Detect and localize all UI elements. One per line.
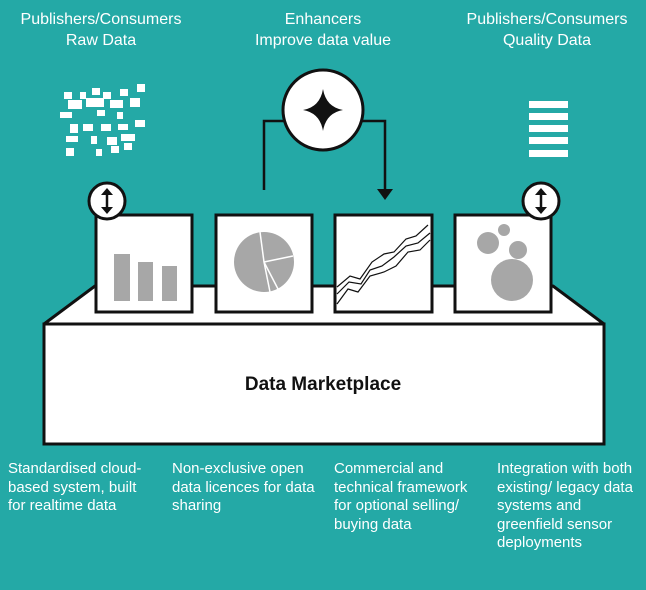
feature-commercial-framework: Commercial and technical framework for o… <box>334 460 468 533</box>
enhancer-connector <box>262 119 387 190</box>
platform-front <box>42 322 606 446</box>
raw-data-header-line2: Raw Data <box>65 32 137 49</box>
up-down-arrow-icon-right <box>521 181 561 221</box>
feature-standardised-cloud: Standardised cloud-based system, built f… <box>8 460 142 514</box>
pie-chart-icon <box>234 231 294 293</box>
quality-data-header: Publishers/Consumers Quality Data <box>452 9 642 51</box>
enhancers-header-line1: Enhancers <box>284 11 362 28</box>
feature-open-licences: Non-exclusive open data licences for dat… <box>172 460 315 514</box>
raw-data-header: Publishers/Consumers Raw Data <box>6 9 196 51</box>
bubble-chart-card <box>453 213 553 314</box>
up-down-arrow-icon-left <box>87 181 127 221</box>
feature-integration: Integration with both existing/ legacy d… <box>497 460 633 551</box>
bubble-chart-icon <box>477 224 533 301</box>
sparkle-icon <box>303 89 343 131</box>
raw-data-header-line1: Publishers/Consumers <box>20 11 182 28</box>
arrow-down-icon <box>377 189 393 200</box>
text-lines-icon <box>529 101 568 157</box>
enhancers-header: Enhancers Improve data value <box>228 9 418 51</box>
pixel-noise-icon <box>60 84 145 156</box>
enhancers-header-line2: Improve data value <box>254 32 392 49</box>
bar-chart-icon <box>114 254 177 301</box>
pie-chart-card <box>214 213 314 314</box>
bar-chart-card <box>94 213 194 314</box>
line-chart-card <box>333 213 434 314</box>
quality-data-header-line2: Quality Data <box>502 32 592 49</box>
quality-data-header-line1: Publishers/Consumers <box>466 11 628 28</box>
enhancer-badge <box>281 68 365 152</box>
line-chart-icon <box>336 224 431 305</box>
marketplace-title: Data Marketplace <box>244 374 402 395</box>
